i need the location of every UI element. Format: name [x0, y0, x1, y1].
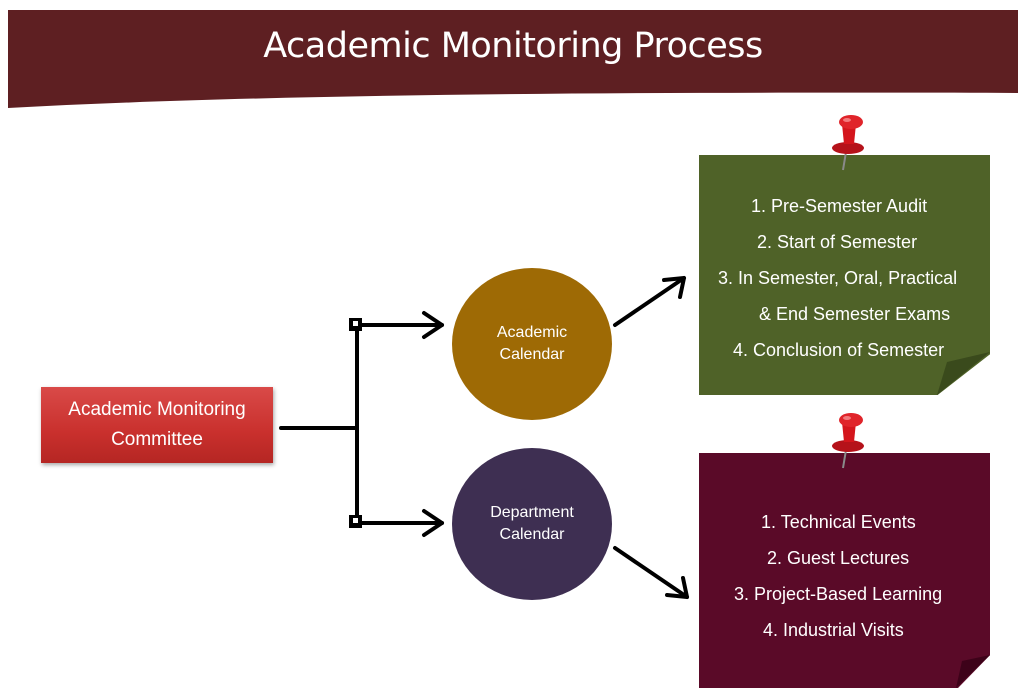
list-item: 3. In Semester, Oral, Practical — [718, 268, 958, 288]
list-item: 3. Project-Based Learning — [734, 584, 943, 604]
committee-label-line1: Academic Monitoring — [68, 399, 246, 420]
note-fold-corner — [956, 655, 990, 688]
department-calendar-note: 1. Technical Events 2. Guest Lectures 3.… — [699, 453, 990, 688]
list-item: 1. Technical Events — [761, 512, 916, 532]
list-item: & End Semester Exams — [759, 304, 951, 324]
department-calendar-label-line1: Department — [490, 504, 574, 521]
pushpin-icon — [832, 413, 864, 469]
academic-calendar-note: 1. Pre-Semester Audit 2. Start of Semest… — [699, 155, 990, 395]
list-item: 2. Guest Lectures — [767, 548, 910, 568]
department-calendar-circle: Department Calendar — [452, 448, 612, 600]
pushpin-icon — [832, 115, 864, 171]
list-item: 4. Conclusion of Semester — [733, 340, 945, 360]
academic-calendar-circle: Academic Calendar — [452, 268, 612, 420]
academic-calendar-label-line2: Calendar — [499, 346, 565, 363]
title-banner — [8, 10, 1018, 108]
page-title: Academic Monitoring Process — [263, 26, 763, 66]
list-item: 2. Start of Semester — [757, 232, 918, 252]
note-fold-corner — [937, 352, 990, 395]
committee-label-line2: Committee — [111, 429, 203, 450]
academic-calendar-label-line1: Academic — [496, 324, 568, 341]
department-calendar-label-line2: Calendar — [499, 526, 565, 543]
list-item: 1. Pre-Semester Audit — [751, 196, 928, 216]
list-item: 4. Industrial Visits — [763, 620, 904, 640]
academic-monitoring-committee-box: Academic Monitoring Committee — [41, 387, 273, 463]
